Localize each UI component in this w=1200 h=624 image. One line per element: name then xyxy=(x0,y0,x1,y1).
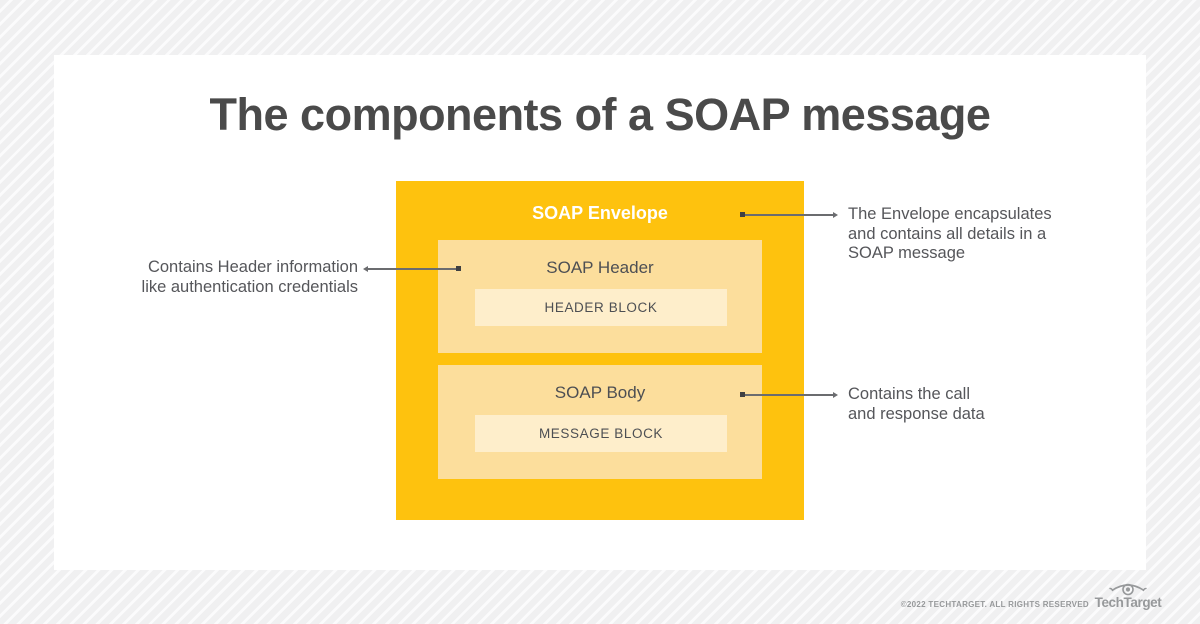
soap-body-box: SOAP Body MESSAGE BLOCK xyxy=(438,365,762,479)
header-annotation-line: like authentication credentials xyxy=(141,277,358,296)
page-title: The components of a SOAP message xyxy=(209,89,991,140)
techtarget-logo: TechTarget xyxy=(1094,579,1162,612)
message-block-box: MESSAGE BLOCK xyxy=(475,415,727,452)
header-block-label: HEADER BLOCK xyxy=(544,300,658,315)
arrowhead-icon xyxy=(833,391,838,398)
arrow-line xyxy=(365,268,459,270)
header-block-box: HEADER BLOCK xyxy=(475,289,727,326)
envelope-annotation-line: SOAP message xyxy=(848,244,966,262)
envelope-annotation-line: and contains all details in a xyxy=(848,224,1047,243)
arrowhead-icon xyxy=(363,265,368,272)
arrowhead-icon xyxy=(833,211,838,218)
arrow-dot-icon xyxy=(740,212,745,218)
copyright-text: ©2022 TECHTARGET. ALL RIGHTS RESERVED xyxy=(900,600,1089,609)
arrow-dot-icon xyxy=(740,392,745,398)
arrow-line xyxy=(742,394,836,396)
arrow-dot-icon xyxy=(456,266,461,272)
eye-icon xyxy=(1109,583,1147,596)
soap-body-label: SOAP Body xyxy=(554,383,646,402)
envelope-annotation-arrow xyxy=(740,211,838,218)
body-annotation-arrow xyxy=(740,391,838,398)
body-annotation: Contains the call and response data xyxy=(848,385,1078,424)
body-annotation-line: and response data xyxy=(848,404,985,423)
envelope-annotation-line: The Envelope encapsulates xyxy=(848,205,1052,223)
soap-envelope-label: SOAP Envelope xyxy=(532,203,668,223)
message-block-label: MESSAGE BLOCK xyxy=(538,426,664,441)
header-annotation-arrow xyxy=(363,265,461,272)
soap-header-box: SOAP Header HEADER BLOCK xyxy=(438,240,762,353)
soap-envelope-box: SOAP Envelope SOAP Header HEADER BLOCK S… xyxy=(396,181,804,520)
envelope-annotation: The Envelope encapsulates and contains a… xyxy=(848,205,1078,264)
header-annotation-line: Contains Header information xyxy=(147,258,358,276)
header-annotation: Contains Header information like authent… xyxy=(60,258,358,297)
brand-text: TechTarget xyxy=(1094,595,1162,610)
body-annotation-line: Contains the call xyxy=(848,385,970,403)
soap-header-label: SOAP Header xyxy=(546,258,654,277)
arrow-line xyxy=(742,214,836,216)
